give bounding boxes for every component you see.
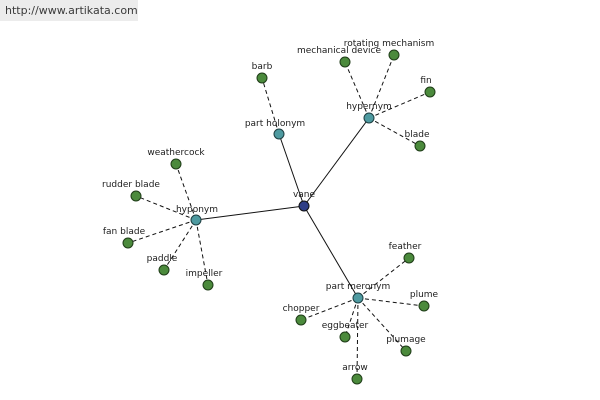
leaf-node-fan-blade[interactable] (122, 237, 134, 249)
relation-label-part-holonym: part holonym (245, 119, 305, 129)
edge-vane-hyponym (195, 205, 305, 221)
center-label-vane: vane (293, 190, 316, 200)
leaf-node-rotating-mechanism[interactable] (388, 49, 400, 61)
leaf-node-fin[interactable] (424, 86, 436, 98)
relation-label-hypernym: hypernym (346, 102, 392, 112)
leaf-node-plume[interactable] (418, 300, 430, 312)
edge-hypernym-rotating-mechanism (368, 54, 395, 119)
relation-label-hyponym: hyponym (176, 205, 218, 215)
leaf-node-blade[interactable] (414, 140, 426, 152)
leaf-label-feather: feather (389, 242, 422, 252)
graph-nodes (122, 49, 436, 385)
edge-vane-part-holonym (278, 133, 305, 207)
relation-node-hyponym[interactable] (190, 214, 202, 226)
leaf-node-feather[interactable] (403, 252, 415, 264)
leaf-label-rudder-blade: rudder blade (102, 180, 160, 190)
leaf-node-weathercock[interactable] (170, 158, 182, 170)
leaf-label-barb: barb (252, 62, 273, 72)
relation-label-part-meronym: part meronym (326, 282, 390, 292)
edge-part-meronym-eggbeater (344, 297, 359, 338)
edge-part-meronym-feather (357, 257, 410, 299)
edge-part-meronym-chopper (300, 297, 359, 321)
leaf-node-rudder-blade[interactable] (130, 190, 142, 202)
edge-hyponym-weathercock (175, 163, 197, 221)
leaf-label-fan-blade: fan blade (103, 227, 146, 237)
leaf-label-paddle: paddle (147, 254, 178, 264)
leaf-label-rotating-mechanism: rotating mechanism (344, 39, 435, 49)
center-node-vane[interactable] (298, 200, 310, 212)
leaf-label-plumage: plumage (386, 335, 426, 345)
leaf-node-paddle[interactable] (158, 264, 170, 276)
graph-labels: vane part holonym barb hypernym mechanical d… (102, 39, 439, 373)
leaf-node-impeller[interactable] (202, 279, 214, 291)
graph-edges (127, 54, 431, 380)
leaf-label-plume: plume (410, 290, 439, 300)
leaf-label-blade: blade (405, 130, 430, 140)
leaf-label-chopper: chopper (283, 304, 320, 314)
edge-hyponym-fan-blade (127, 219, 197, 244)
edge-vane-part-meronym (303, 205, 359, 299)
edge-vane-hypernym (303, 117, 370, 207)
edge-part-meronym-plumage (357, 297, 407, 352)
url-banner: http://www.artikata.com (0, 0, 138, 21)
relation-node-hypernym[interactable] (363, 112, 375, 124)
leaf-label-fin: fin (420, 76, 431, 86)
relation-node-part-meronym[interactable] (352, 292, 364, 304)
leaf-node-eggbeater[interactable] (339, 331, 351, 343)
leaf-label-eggbeater: eggbeater (322, 321, 369, 331)
relation-node-part-holonym[interactable] (273, 128, 285, 140)
leaf-node-chopper[interactable] (295, 314, 307, 326)
leaf-label-impeller: impeller (186, 269, 223, 279)
edge-hyponym-paddle (163, 219, 197, 271)
leaf-label-mechanical-device: mechanical device (297, 46, 382, 56)
leaf-label-weathercock: weathercock (147, 148, 205, 158)
edge-hypernym-mechanical-device (344, 61, 370, 119)
leaf-node-plumage[interactable] (400, 345, 412, 357)
leaf-node-arrow[interactable] (351, 373, 363, 385)
edge-part-holonym-barb (261, 77, 280, 135)
leaf-label-arrow: arrow (342, 363, 367, 373)
leaf-node-barb[interactable] (256, 72, 268, 84)
edge-hypernym-blade (368, 117, 421, 147)
leaf-node-mechanical-device[interactable] (339, 56, 351, 68)
edge-hyponym-rudder-blade (135, 195, 197, 221)
